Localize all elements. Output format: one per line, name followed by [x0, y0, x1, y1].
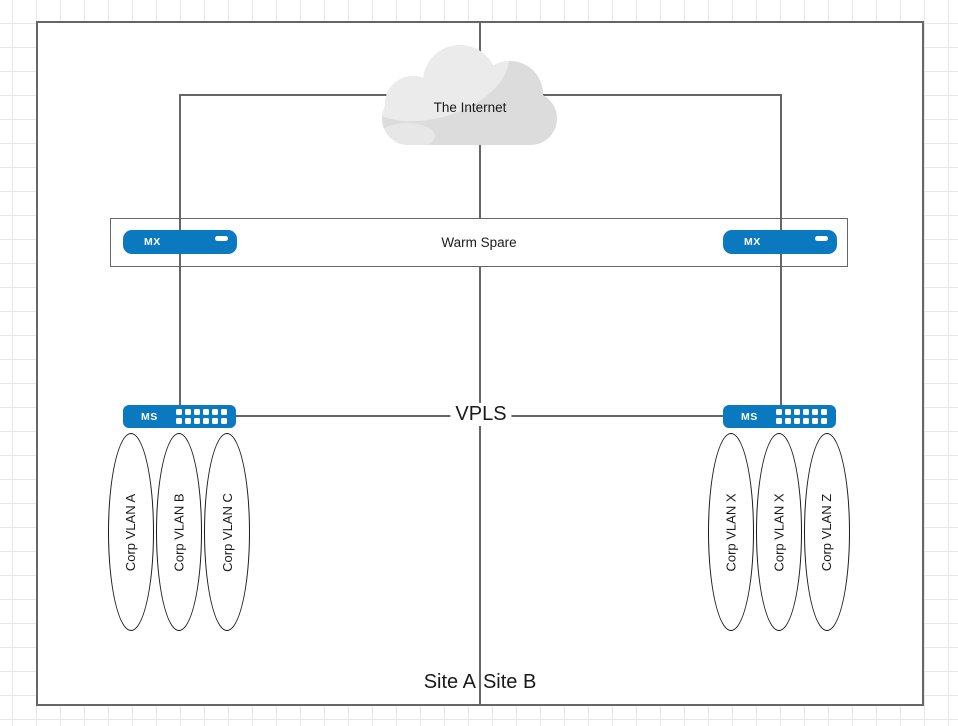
ms-right-label: MS	[741, 410, 758, 423]
mx-appliance-left: MX	[123, 230, 237, 254]
mx-status-led-icon	[215, 236, 228, 241]
vlan-ellipse-corp-b: Corp VLAN B	[156, 433, 202, 631]
vlan-label: Corp VLAN X	[771, 492, 787, 572]
vlan-label: Corp VLAN C	[219, 492, 235, 572]
vlan-ellipse-corp-z: Corp VLAN Z	[804, 433, 850, 631]
vlan-label: Corp VLAN B	[171, 492, 187, 572]
mx-appliance-right: MX	[723, 230, 837, 254]
site-labels: Site A Site B	[36, 671, 924, 694]
vlan-ellipse-corp-c: Corp VLAN C	[204, 433, 250, 631]
internet-cloud-icon	[382, 45, 557, 145]
mx-left-label: MX	[144, 236, 161, 248]
vpls-label: VPLS	[450, 403, 512, 426]
vlan-ellipse-corp-x2: Corp VLAN X	[756, 433, 802, 631]
vlan-ellipse-corp-a: Corp VLAN A	[108, 433, 154, 631]
internet-label: The Internet	[433, 100, 507, 115]
switch-ports-icon	[176, 409, 227, 424]
vlan-ellipse-corp-x1: Corp VLAN X	[708, 433, 754, 631]
ms-left-label: MS	[141, 410, 158, 423]
ms-switch-left: MS	[123, 405, 236, 428]
vlan-label: Corp VLAN Z	[819, 493, 835, 571]
site-divider-line	[479, 21, 481, 706]
vlan-label: Corp VLAN A	[123, 493, 139, 571]
site-a-label: Site A	[423, 671, 476, 693]
site-b-label: Site B	[482, 671, 537, 693]
ms-switch-right: MS	[723, 405, 836, 428]
mx-right-label: MX	[744, 236, 761, 248]
switch-ports-icon	[776, 409, 827, 424]
warm-spare-label: Warm Spare	[441, 235, 517, 250]
vlan-label: Corp VLAN X	[723, 492, 739, 572]
mx-status-led-icon	[815, 236, 828, 241]
